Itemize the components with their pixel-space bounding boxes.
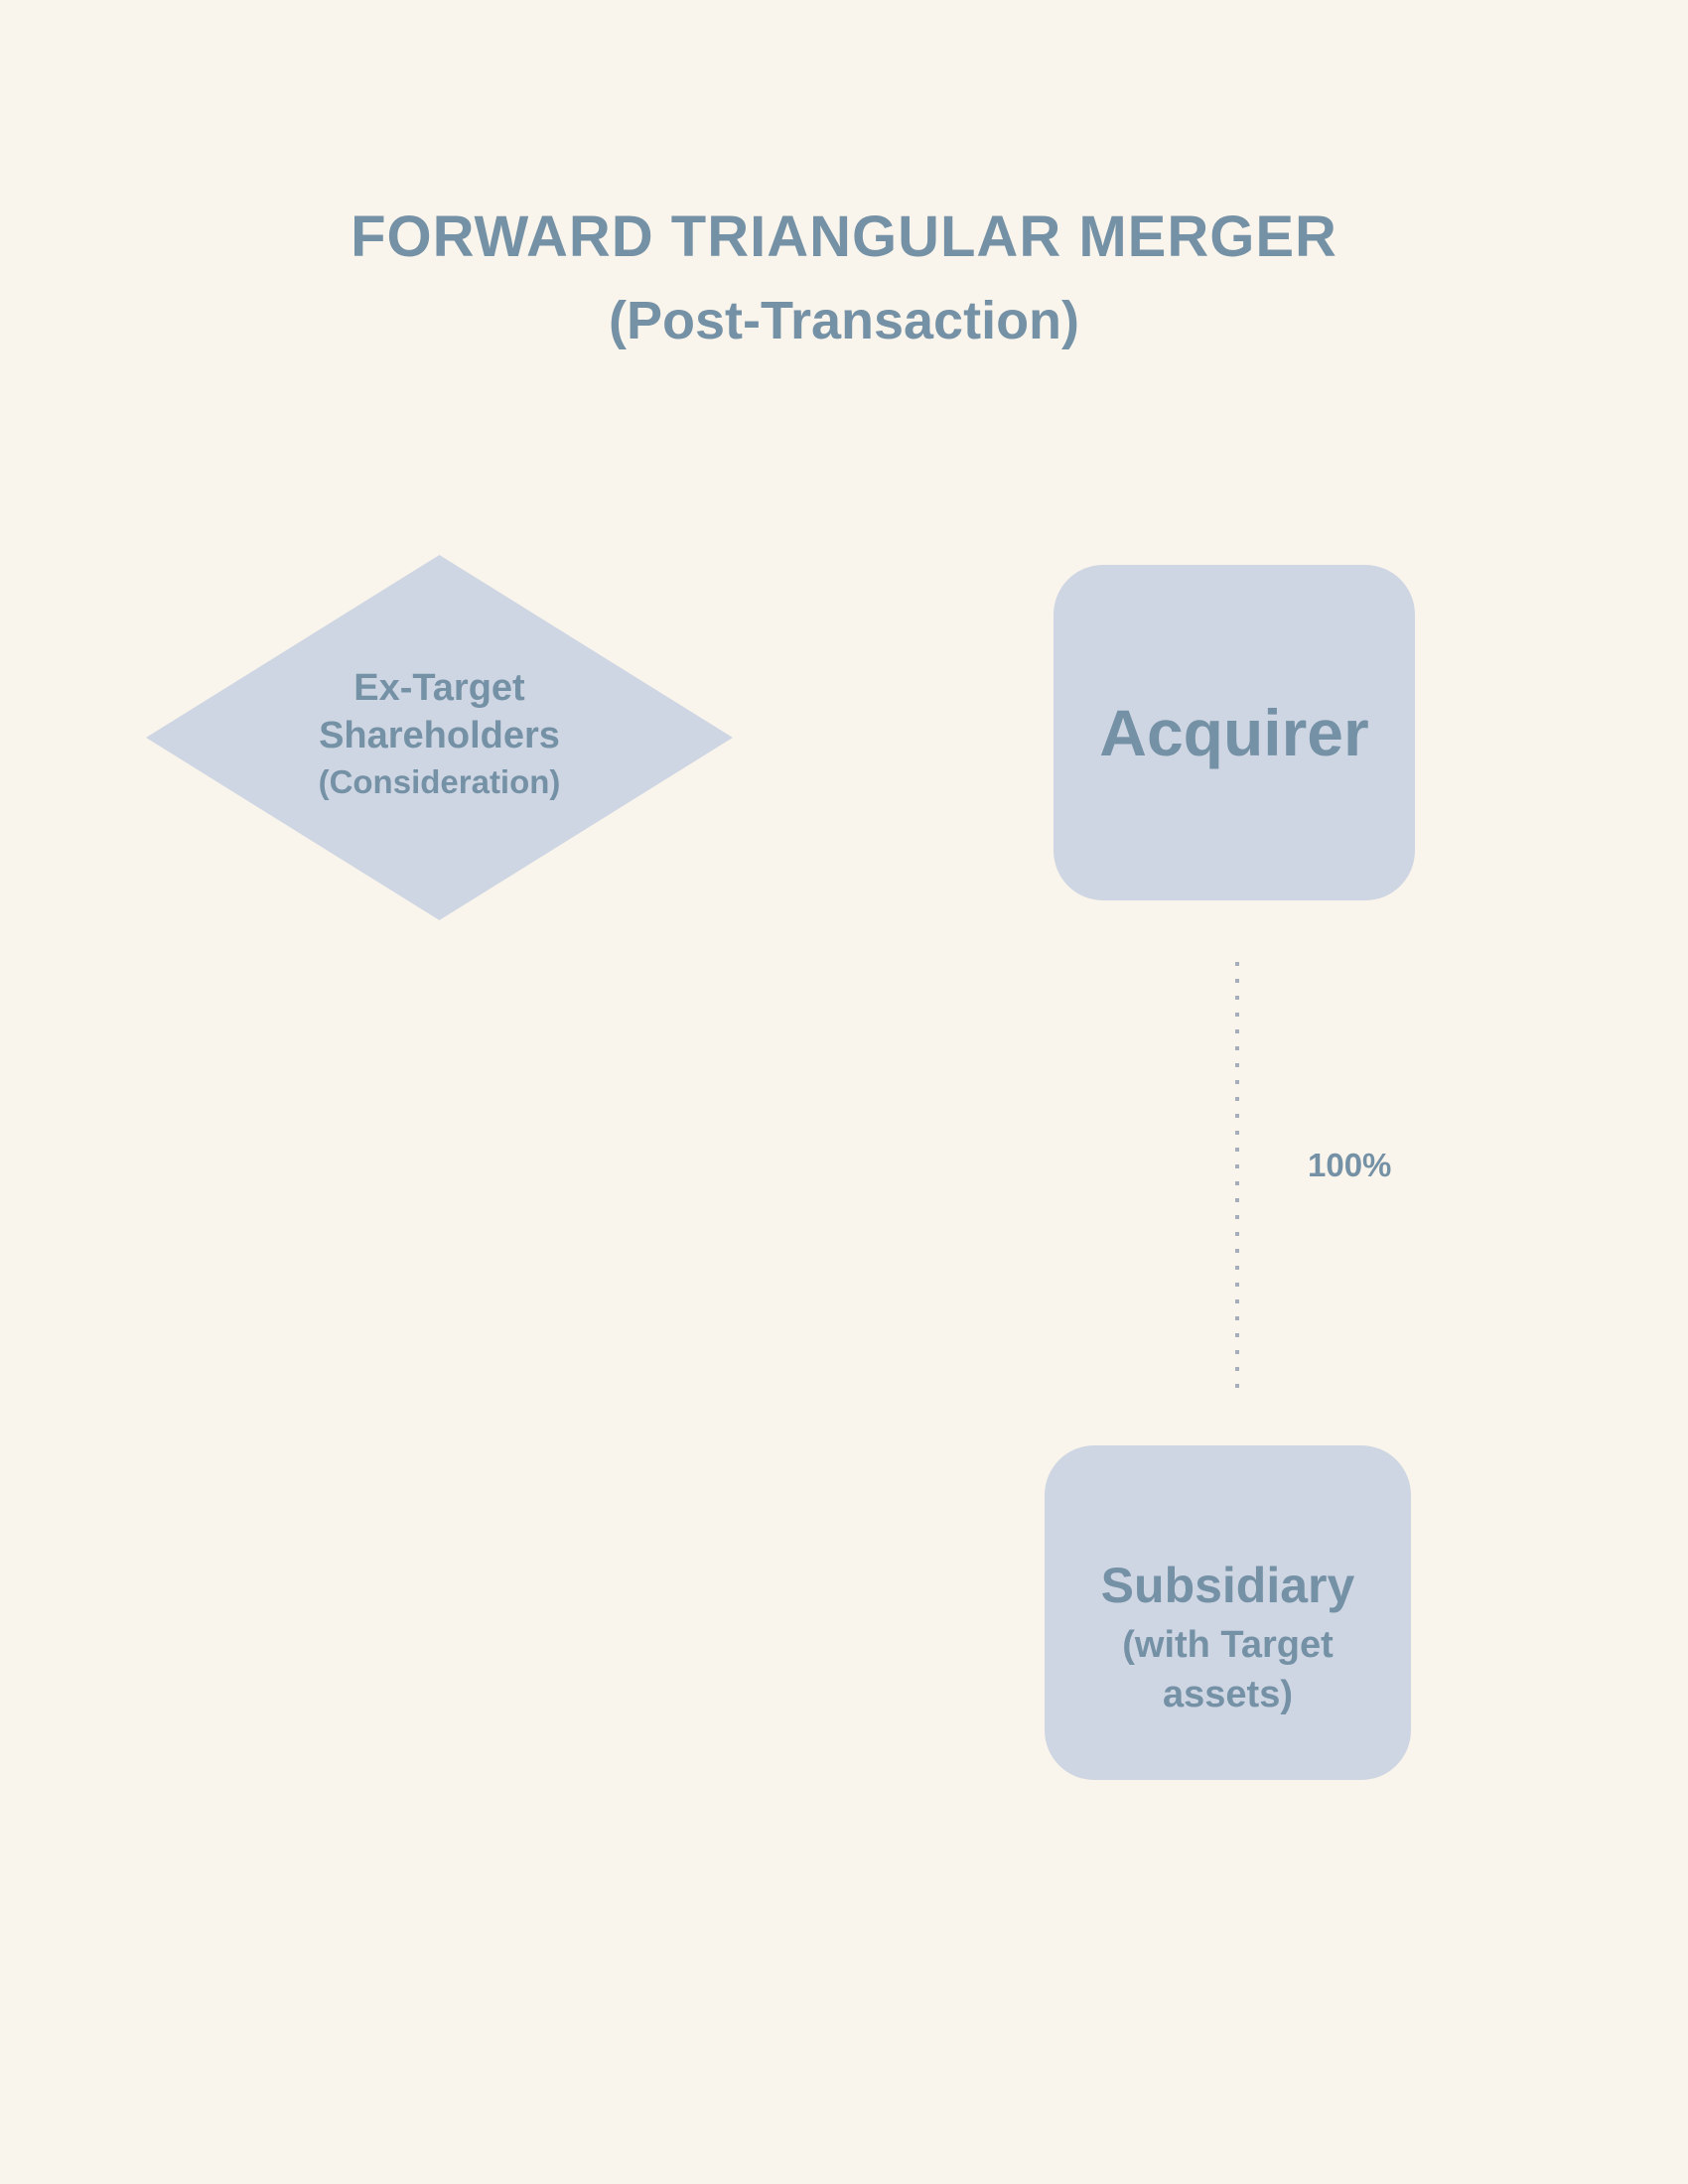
diagram-subtitle: (Post-Transaction) [608, 291, 1080, 350]
subsidiary-label: Subsidiary [1100, 1558, 1355, 1613]
subsidiary-node [1045, 1445, 1411, 1780]
acquirer-label: Acquirer [1099, 696, 1369, 769]
diagram-title: FORWARD TRIANGULAR MERGER [351, 205, 1337, 269]
shareholders-label-line1: Ex-Target [353, 667, 525, 709]
shareholders-label-line2: Shareholders [319, 715, 560, 756]
ownership-connector-dotted-line [1235, 962, 1239, 1388]
subsidiary-sublabel-line1: (with Target [1122, 1624, 1334, 1666]
ownership-percentage-label: 100% [1308, 1147, 1392, 1183]
subsidiary-sublabel-line2: assets) [1163, 1674, 1293, 1715]
shareholders-label-line3: (Consideration) [318, 763, 561, 800]
acquirer-node: Acquirer [1054, 565, 1415, 900]
